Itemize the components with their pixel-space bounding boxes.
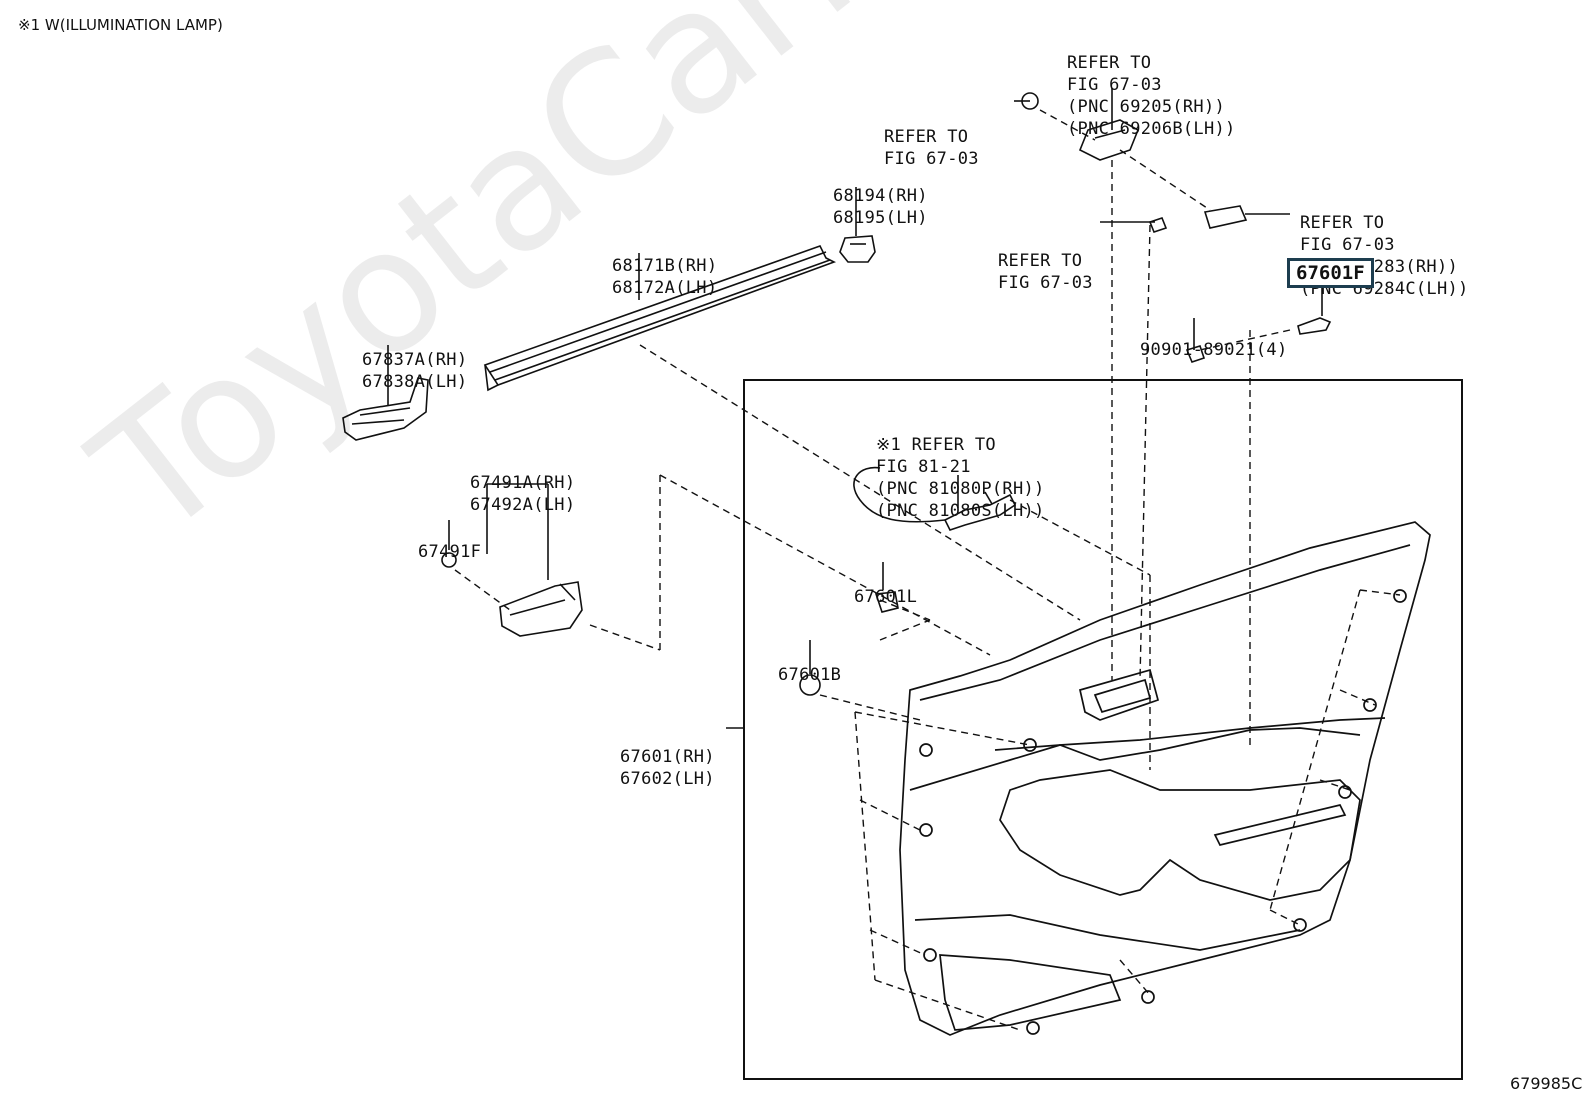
bolt [1148, 217, 1168, 233]
label-67601l: 67601L [854, 587, 918, 607]
door-trim-panel [899, 521, 1431, 1036]
label-67491a: 67491A(RH)67492A(LH) [470, 473, 576, 515]
handle-bracket [342, 377, 429, 441]
inner-handle [1021, 92, 1140, 161]
header-note: ※1 W(ILLUMINATION LAMP) [18, 16, 223, 34]
clip-67491f [441, 552, 457, 568]
highlighted-part-label[interactable]: 67601F [1287, 258, 1374, 288]
armrest-insert [499, 581, 583, 637]
screw [1185, 317, 1332, 363]
label-67601: 67601(RH)67602(LH) [620, 747, 715, 789]
clip-67601l [874, 591, 899, 613]
label-67601b: 67601B [778, 665, 842, 685]
clip-67601b [799, 674, 821, 696]
label-68171b: 68171B(RH)68172A(LH) [612, 256, 718, 298]
bezel-piece [1203, 205, 1248, 229]
label-68194: 68194(RH)68195(LH) [833, 186, 928, 228]
moulding-strip [483, 245, 837, 392]
assembly-frame [743, 379, 1463, 1080]
label-screw: 90901-89021(4) [1140, 340, 1288, 360]
leader-lines [387, 88, 1323, 729]
label-67491f: 67491F [418, 542, 482, 562]
diagram-code: 679985C [1510, 1074, 1583, 1093]
lamp-wire [853, 466, 1017, 531]
clip-90901 [1185, 345, 1206, 363]
label-67837a: 67837A(RH)67838A(LH) [362, 350, 468, 392]
clip-68194 [839, 235, 876, 263]
